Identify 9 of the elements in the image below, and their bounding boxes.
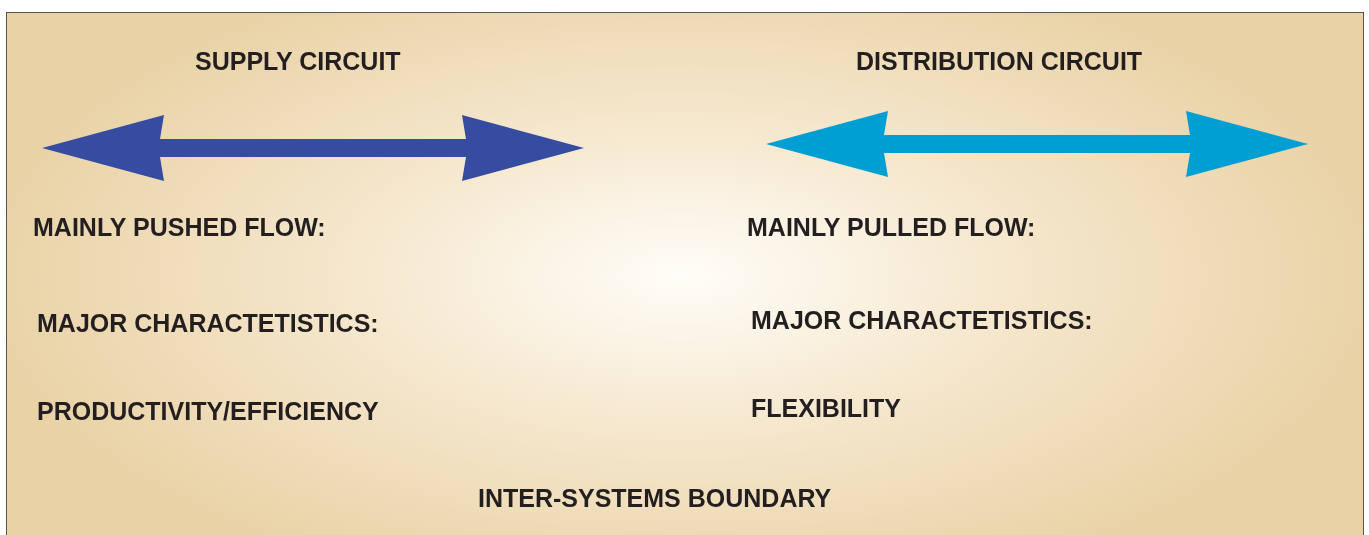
- description-text: PRODUCTIVITY/EFFICIENCY: [37, 398, 379, 424]
- section-heading: DISTRIBUTION CIRCUIT: [856, 48, 1143, 74]
- boundary-label: INTER-SYSTEMS BOUNDARY: [478, 485, 832, 511]
- description-text: MAINLY PULLED FLOW:: [747, 214, 1036, 240]
- description-text: MAINLY PUSHED FLOW:: [33, 214, 326, 240]
- description-text: FLEXIBILITY: [751, 395, 901, 421]
- section-heading: SUPPLY CIRCUIT: [195, 48, 401, 74]
- description-text: MAJOR CHARACTETISTICS:: [37, 310, 379, 336]
- description-text: MAJOR CHARACTETISTICS:: [751, 307, 1093, 333]
